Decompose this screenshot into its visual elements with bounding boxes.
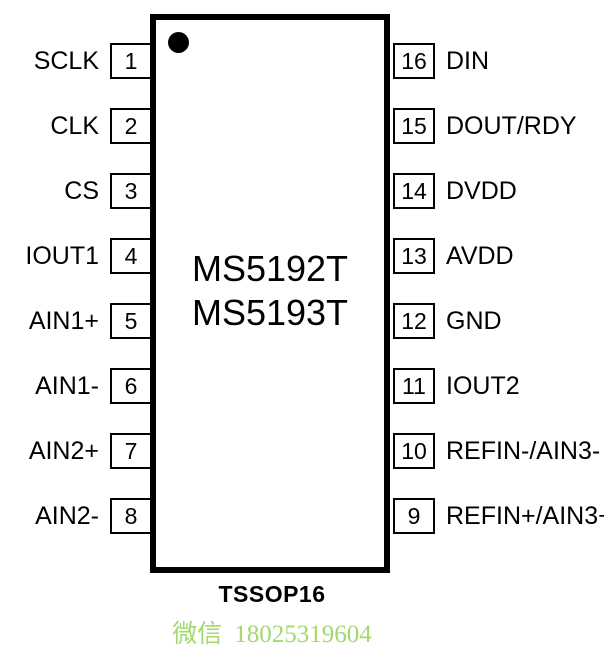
pin-number-1: 1 [110, 43, 152, 79]
pin-number-15: 15 [393, 108, 435, 144]
part-number-line-2: MS5193T [191, 292, 349, 333]
pin-label-avdd: AVDD [446, 242, 514, 270]
pin-number-9: 9 [393, 498, 435, 534]
pin-row-right-9: 9 REFIN+/AIN3+ [393, 498, 604, 534]
pin-row-right-16: 16 DIN [393, 43, 604, 79]
pin-number-11: 11 [393, 368, 435, 404]
pin-row-left-4: IOUT1 4 [0, 238, 152, 274]
pin-label-ain2-minus: AIN2- [35, 502, 99, 530]
pin1-indicator-dot [168, 32, 189, 53]
pin-row-left-8: AIN2- 8 [0, 498, 152, 534]
pin-number-8: 8 [110, 498, 152, 534]
pin-number-2: 2 [110, 108, 152, 144]
pin-label-dout-rdy: DOUT/RDY [446, 112, 577, 140]
pin-label-ain1-plus: AIN1+ [28, 307, 99, 335]
pin-number-14: 14 [393, 173, 435, 209]
part-number-block: MS5192T MS5193T [150, 247, 390, 335]
pin-number-13: 13 [393, 238, 435, 274]
pin-row-left-3: CS 3 [0, 173, 152, 209]
pin-row-right-15: 15 DOUT/RDY [393, 108, 604, 144]
chip-body-outline [150, 14, 390, 573]
pin-number-16: 16 [393, 43, 435, 79]
pin-label-din: DIN [446, 47, 490, 75]
pin-number-5: 5 [110, 303, 152, 339]
pin-row-right-11: 11 IOUT2 [393, 368, 604, 404]
pin-row-right-14: 14 DVDD [393, 173, 604, 209]
part-number-line-1: MS5192T [191, 248, 349, 289]
watermark-phone-number: 18025319604 [234, 621, 372, 648]
pin-label-cs: CS [64, 177, 99, 205]
pin-label-iout2: IOUT2 [446, 372, 520, 400]
pin-label-clk: CLK [50, 112, 99, 140]
pin-number-4: 4 [110, 238, 152, 274]
pin-label-ain1-minus: AIN1- [35, 372, 99, 400]
pin-row-right-12: 12 GND [393, 303, 604, 339]
watermark: 微信 18025319604 [0, 614, 544, 650]
pin-row-right-13: 13 AVDD [393, 238, 604, 274]
pin-label-dvdd: DVDD [446, 177, 517, 205]
pin-label-gnd: GND [446, 307, 502, 335]
pin-row-left-5: AIN1+ 5 [0, 303, 152, 339]
pin-number-6: 6 [110, 368, 152, 404]
pin-label-refin-minus-ain3-minus: REFIN-/AIN3- [446, 437, 601, 465]
watermark-wechat-label: 微信 [172, 621, 223, 648]
pin-label-sclk: SCLK [33, 47, 99, 75]
pin-row-left-6: AIN1- 6 [0, 368, 152, 404]
pin-number-7: 7 [110, 433, 152, 469]
pin-number-3: 3 [110, 173, 152, 209]
pin-row-left-2: CLK 2 [0, 108, 152, 144]
pin-number-12: 12 [393, 303, 435, 339]
pin-row-left-7: AIN2+ 7 [0, 433, 152, 469]
pin-label-ain2-plus: AIN2+ [28, 437, 99, 465]
package-type-label: TSSOP16 [218, 581, 326, 607]
pin-number-10: 10 [393, 433, 435, 469]
pin-row-right-10: 10 REFIN-/AIN3- [393, 433, 604, 469]
pin-row-left-1: SCLK 1 [0, 43, 152, 79]
pin-label-refin-plus-ain3-plus: REFIN+/AIN3+ [446, 502, 604, 530]
pin-label-iout1: IOUT1 [25, 242, 99, 270]
